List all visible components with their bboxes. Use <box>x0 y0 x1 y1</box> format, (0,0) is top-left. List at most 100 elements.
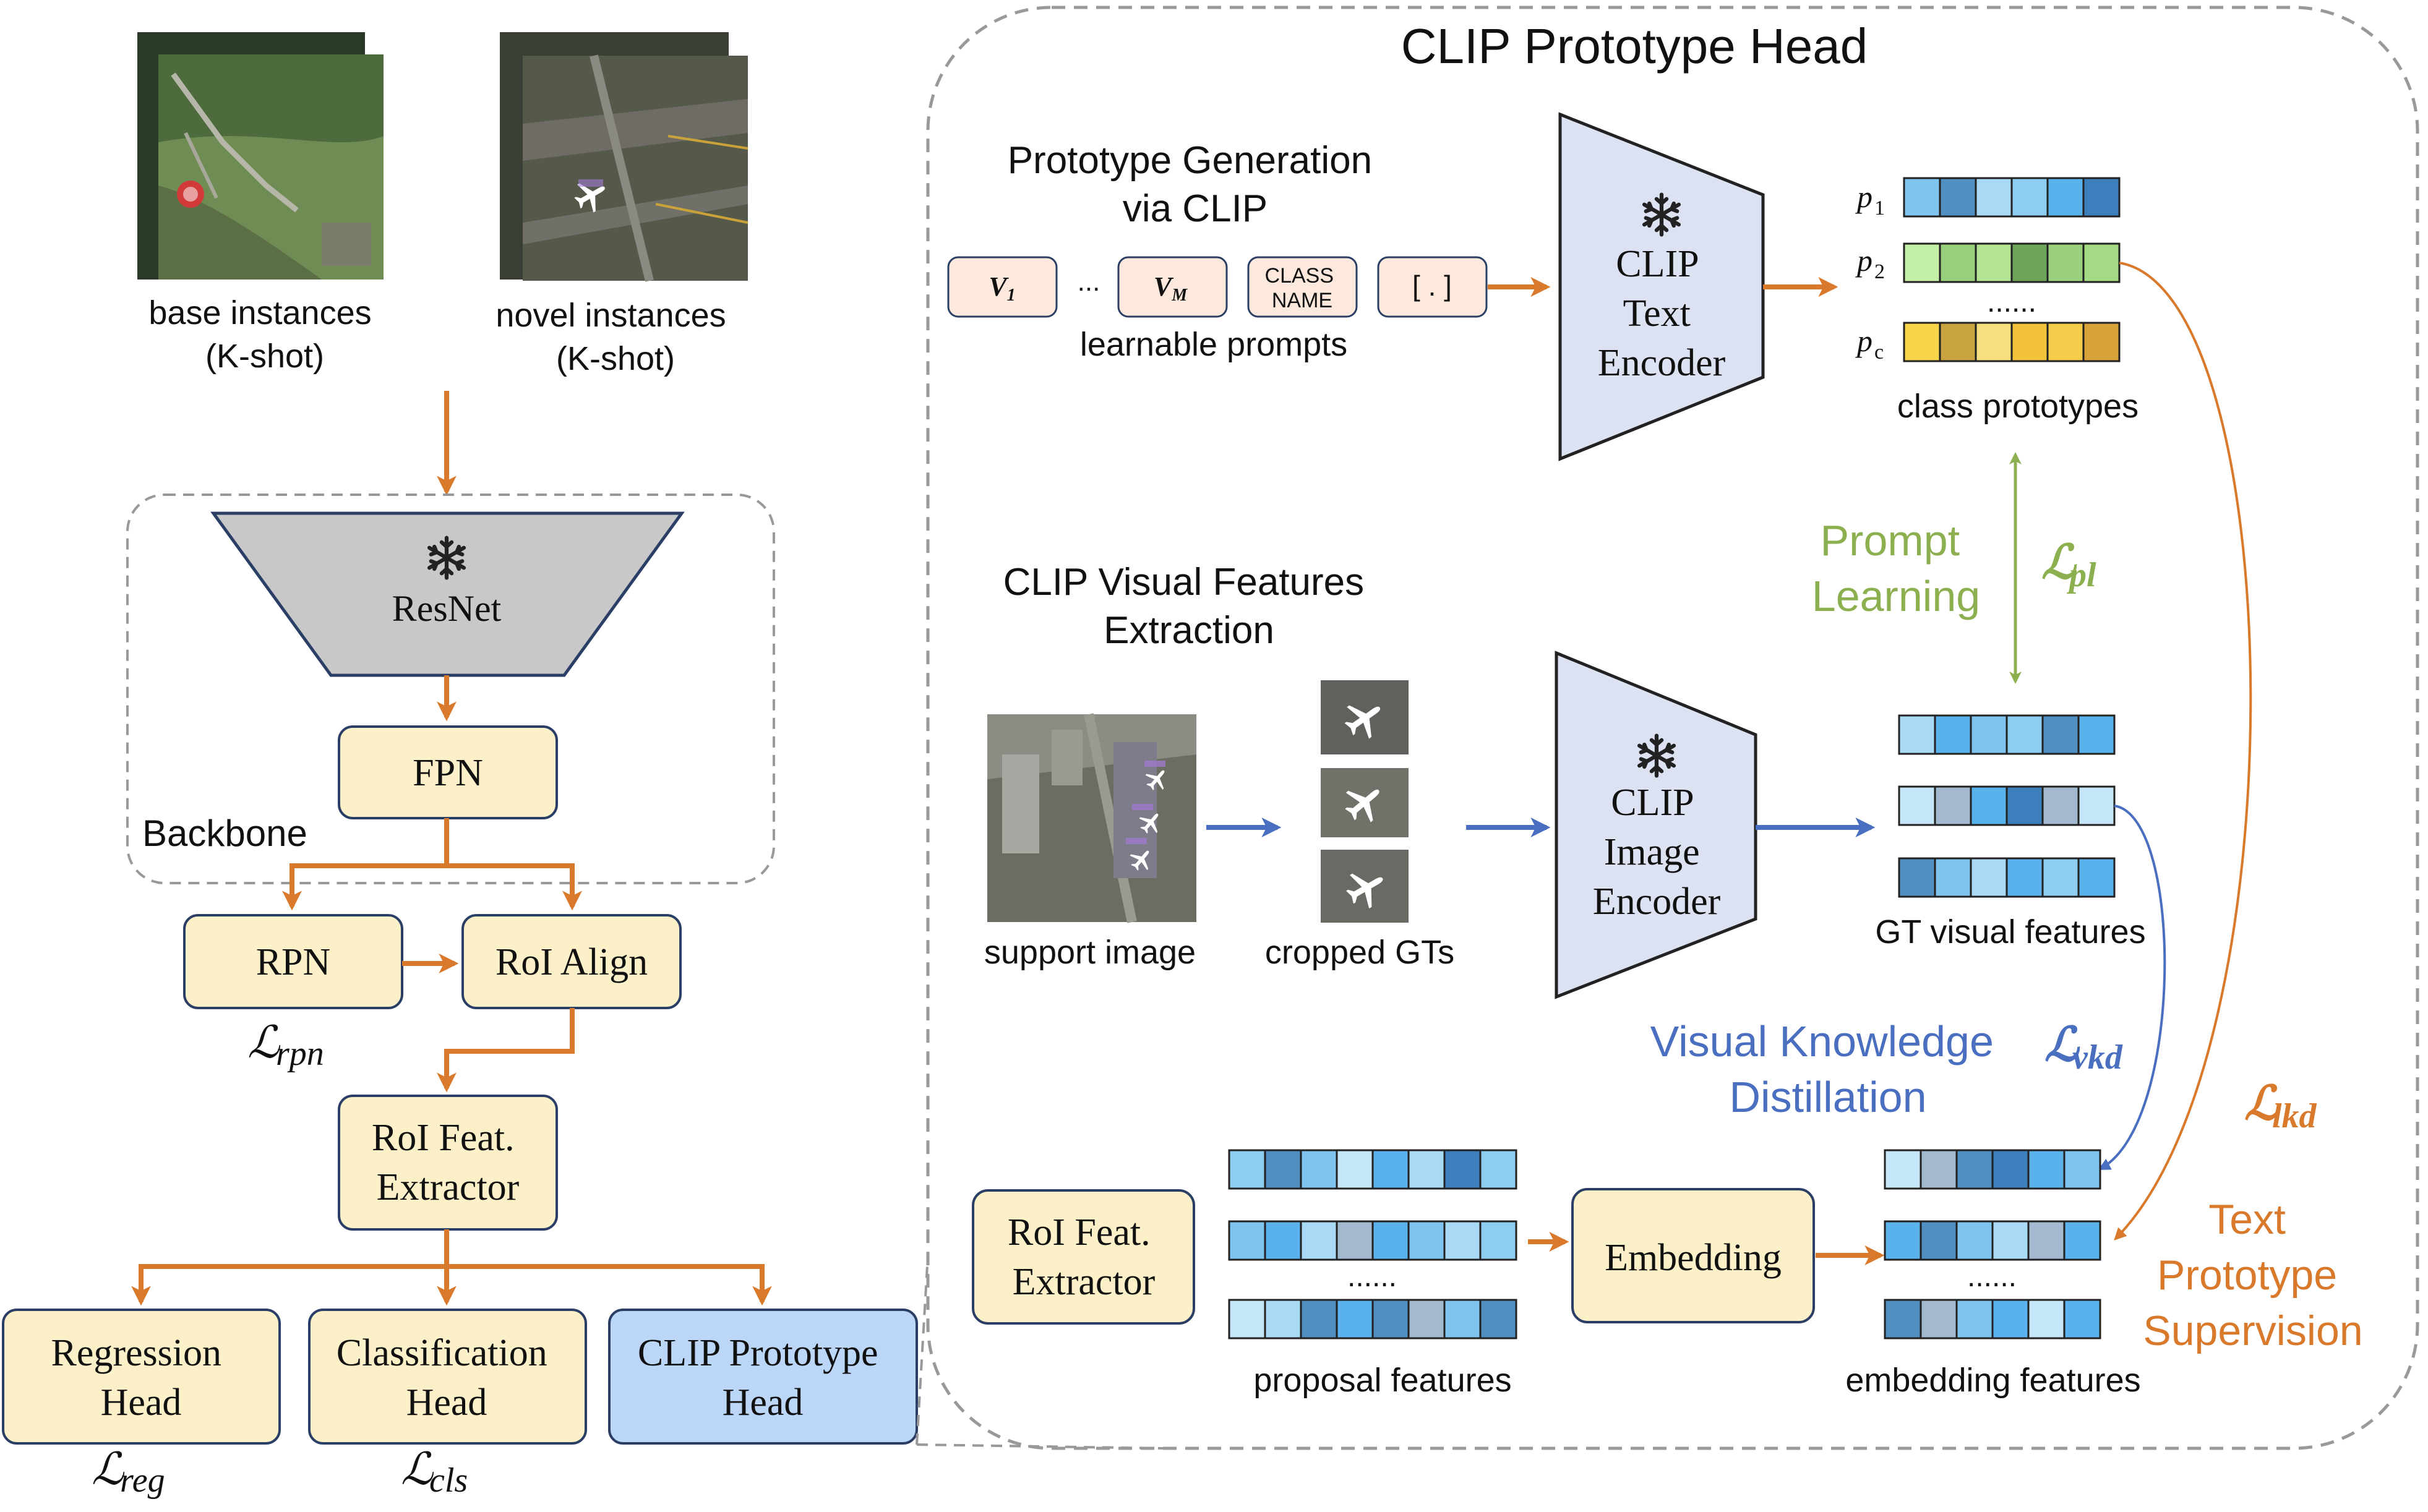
embedding-feature-1 <box>1884 1149 2101 1190</box>
clip-prototype-head-block <box>608 1309 918 1445</box>
prompt-ellipsis: ... <box>1078 267 1100 297</box>
embedding-ellipsis: ...... <box>1967 1260 2017 1293</box>
support-image-label: support image <box>984 934 1196 971</box>
svg-text:p: p <box>1855 323 1872 358</box>
text-supervision-arrow <box>2114 262 2252 1241</box>
prompt-token-end-label: [ . ] <box>1412 270 1452 302</box>
prototype-generation-title: Prototype Generation via CLIP <box>1008 139 1383 230</box>
prompt-token-v1 <box>947 256 1058 318</box>
svg-text:pl: pl <box>2067 556 2096 594</box>
svg-text:ℒ: ℒ <box>2041 537 2077 589</box>
proto-pc-label: p c <box>1855 323 1884 364</box>
arrow-fpn-to-rpn <box>282 818 449 911</box>
fpn-label: FPN <box>413 752 483 794</box>
embedding-block <box>1571 1188 1815 1323</box>
gt-visual-feature-3 <box>1898 857 2116 898</box>
resnet-block <box>210 511 685 677</box>
loss-reg: ℒ reg <box>92 1445 165 1500</box>
cropped-gt-1 <box>1321 680 1409 754</box>
regression-head-block <box>2 1309 281 1445</box>
prototype-vector-pc <box>1903 322 2121 362</box>
embedding-label: Embedding <box>1605 1237 1782 1279</box>
clip-prototype-head-label: CLIP Prototype Head <box>638 1332 888 1424</box>
svg-text:cls: cls <box>429 1461 468 1500</box>
proposal-feature-1 <box>1228 1149 1517 1190</box>
classification-head-label: Classification Head <box>337 1332 557 1424</box>
visual-kd-label: Visual Knowledge Distillation <box>1650 1017 2006 1121</box>
prompt-token-end <box>1377 256 1488 318</box>
proposal-feature-2 <box>1228 1220 1517 1261</box>
roi-feat-extractor-panel-label: RoI Feat. Extractor <box>1008 1211 1160 1303</box>
proposal-features-label: proposal features <box>1253 1362 1511 1399</box>
roi-feat-extractor-block <box>338 1095 558 1231</box>
roi-feat-extractor-panel-block <box>972 1189 1195 1325</box>
novel-instances-label: novel instances (K-shot) <box>495 297 735 377</box>
embedding-feature-3 <box>1884 1299 2101 1339</box>
prompt-token-v1-label: V1 <box>989 271 1015 305</box>
svg-text:c: c <box>1874 341 1884 364</box>
proposal-feature-3 <box>1228 1299 1517 1339</box>
embedding-features-label: embedding features <box>1845 1362 2140 1399</box>
proto-p2-label: p 2 <box>1855 243 1885 283</box>
loss-cls: ℒ cls <box>401 1445 468 1500</box>
roi-feat-extractor-label: RoI Feat. Extractor <box>372 1117 524 1208</box>
learnable-prompts-label: learnable prompts <box>1080 326 1347 363</box>
clip-image-encoder-label: CLIP Image Encoder <box>1593 782 1721 923</box>
clip-image-encoder <box>1555 651 1757 999</box>
proposal-ellipsis: ...... <box>1347 1260 1397 1293</box>
svg-text:ℒ: ℒ <box>2244 1078 2280 1130</box>
prototype-vector-p1 <box>1903 177 2121 218</box>
arrow-to-regression-head <box>131 1229 449 1306</box>
gt-visual-feature-2 <box>1898 785 2116 826</box>
svg-text:lkd: lkd <box>2272 1097 2317 1135</box>
backbone-box <box>126 493 775 884</box>
prototype-ellipsis: ...... <box>1987 286 2036 318</box>
clip-text-encoder-label: CLIP Text Encoder <box>1598 243 1726 384</box>
cropped-gt-2 <box>1321 768 1409 837</box>
svg-text:p: p <box>1855 243 1872 278</box>
roi-align-label: RoI Align <box>495 941 648 983</box>
rpn-label: RPN <box>256 941 331 983</box>
panel-title: CLIP Prototype Head <box>1401 19 1868 74</box>
backbone-label: Backbone <box>142 813 307 854</box>
svg-text:2: 2 <box>1874 260 1885 283</box>
loss-vkd: ℒ vkd <box>2044 1019 2123 1077</box>
loss-lkd: ℒ lkd <box>2244 1078 2317 1135</box>
svg-text:1: 1 <box>1874 197 1885 220</box>
clip-prototype-head-panel <box>926 6 2419 1450</box>
gt-visual-feature-1 <box>1898 714 2116 755</box>
base-instances-image <box>137 32 384 280</box>
regression-head-label: Regression Head <box>51 1332 231 1424</box>
zoom-connector-top <box>916 1255 929 1445</box>
arrow-fpn-to-roialign <box>447 863 582 911</box>
svg-text:vkd: vkd <box>2072 1038 2123 1077</box>
visual-extraction-title: CLIP Visual Features Extraction <box>1003 561 1375 652</box>
svg-text:ℒ: ℒ <box>2044 1019 2080 1071</box>
support-image <box>987 713 1196 923</box>
arrow-roialign-to-roifeat <box>437 1008 575 1093</box>
prompt-token-vm <box>1117 256 1228 318</box>
class-prototypes-label: class prototypes <box>1897 388 2138 425</box>
gt-visual-features-label: GT visual features <box>1875 913 2145 950</box>
svg-text:ℒ: ℒ <box>92 1445 125 1494</box>
prototype-vector-p2 <box>1903 242 2121 283</box>
svg-text:ℒ: ℒ <box>247 1018 281 1067</box>
svg-text:reg: reg <box>120 1461 165 1500</box>
resnet-label: ResNet <box>392 588 502 629</box>
prompt-token-classname <box>1247 256 1358 318</box>
text-prototype-supervision-label: Text Prototype Supervision <box>2143 1196 2362 1354</box>
clip-text-encoder <box>1558 112 1765 461</box>
arrow-to-clip-prototype-head <box>447 1264 772 1306</box>
classification-head-block <box>308 1309 587 1445</box>
prompt-learning-label: Prompt Learning <box>1812 516 1980 620</box>
prompt-token-classname-label: CLASS NAME <box>1265 264 1340 312</box>
proto-p1-label: p 1 <box>1855 179 1885 220</box>
cropped-gt-3 <box>1321 850 1409 923</box>
svg-text:rpn: rpn <box>276 1035 324 1073</box>
novel-instances-image <box>500 32 749 282</box>
loss-rpn: ℒ rpn <box>247 1018 324 1073</box>
embedding-feature-2 <box>1884 1220 2101 1261</box>
svg-text:ℒ: ℒ <box>401 1445 434 1494</box>
loss-pl: ℒ pl <box>2041 537 2096 594</box>
